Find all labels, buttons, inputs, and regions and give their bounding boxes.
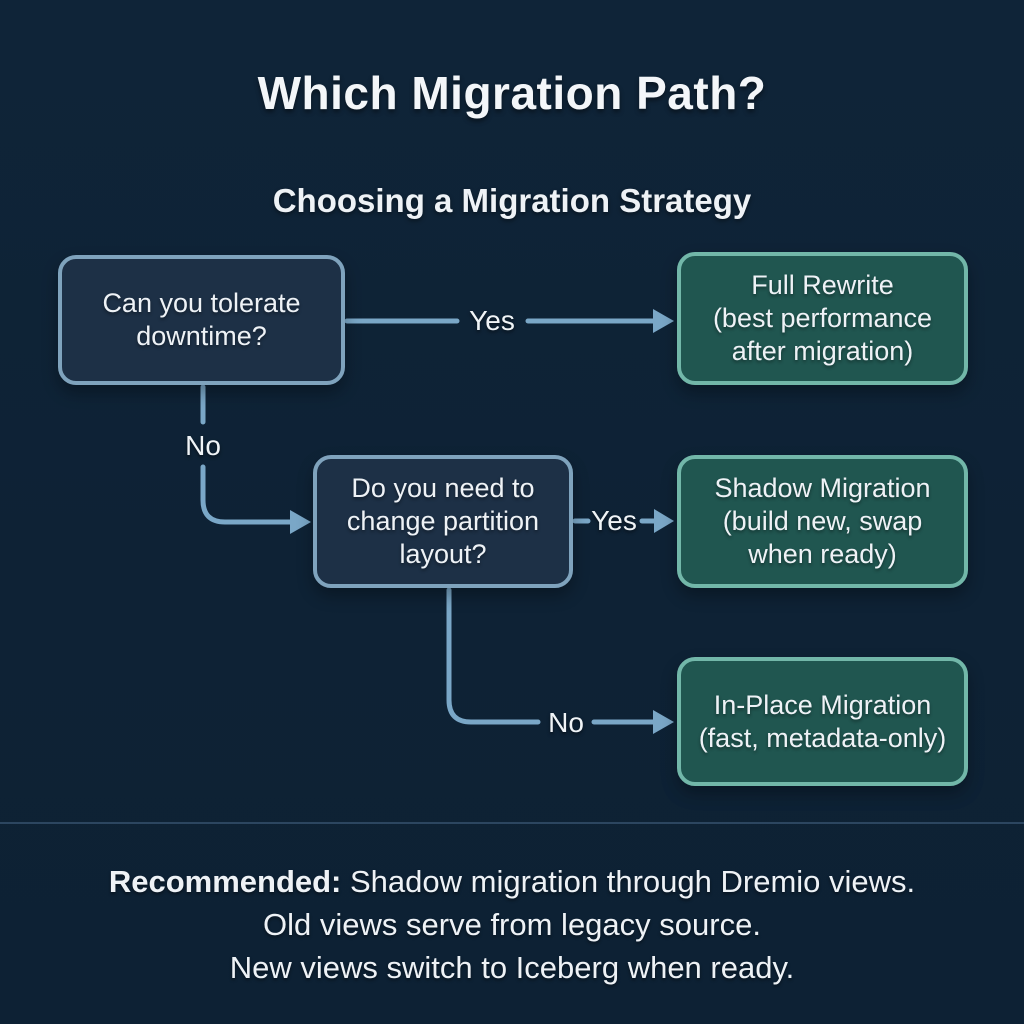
node-text-line: In-Place Migration [713,689,932,720]
node-text-line: Can you tolerate [102,288,301,318]
recommendation-text: Shadow migration through Dremio views. [350,864,916,899]
edge-label-no: No [548,707,584,738]
page-title: Which Migration Path? [257,67,767,119]
edge-label-yes: Yes [591,505,637,536]
arrowhead-icon [653,710,674,734]
outcome-node-full-rewrite: Full Rewrite (best performance after mig… [677,252,968,385]
node-text-line: after migration) [731,336,914,366]
node-text-line: downtime? [136,321,267,351]
page-subtitle: Choosing a Migration Strategy [272,182,752,219]
node-text-line: Do you need to [351,473,535,503]
recommendation-note: Recommended: Shadow migration through Dr… [0,860,1024,989]
node-text-line: (best performance [712,303,933,333]
node-text-line: when ready) [748,539,897,569]
outcome-node-shadow-migration: Shadow Migration (build new, swap when r… [677,455,968,588]
recommendation-line-3: New views switch to Iceberg when ready. [229,950,795,985]
arrowhead-icon [290,510,311,534]
node-text-line: layout? [399,539,487,569]
edge-label-no: No [185,430,221,461]
recommendation-emphasis: Recommended: [108,864,342,899]
decision-node-tolerate-downtime: Can you tolerate downtime? [58,255,345,385]
node-text-line: change partition [346,506,540,536]
recommendation-line-1: Recommended: Shadow migration through Dr… [0,860,1024,903]
node-text-line: Full Rewrite [751,270,894,300]
edge-label-yes: Yes [469,305,515,336]
node-text-line: (build new, swap [722,506,923,536]
outcome-node-inplace-migration: In-Place Migration (fast, metadata-only) [677,657,968,786]
section-divider [0,822,1024,824]
node-text-line: Shadow Migration [714,473,931,503]
edge-no2-line-left [446,587,541,725]
arrowhead-icon [653,309,674,333]
node-text-line: (fast, metadata-only) [698,722,947,753]
edge-no1-line-bottom [200,464,293,525]
decision-node-change-partition-layout: Do you need to change partition layout? [313,455,573,588]
recommendation-line-2: Old views serve from legacy source. [263,907,761,942]
arrowhead-icon [654,509,674,533]
